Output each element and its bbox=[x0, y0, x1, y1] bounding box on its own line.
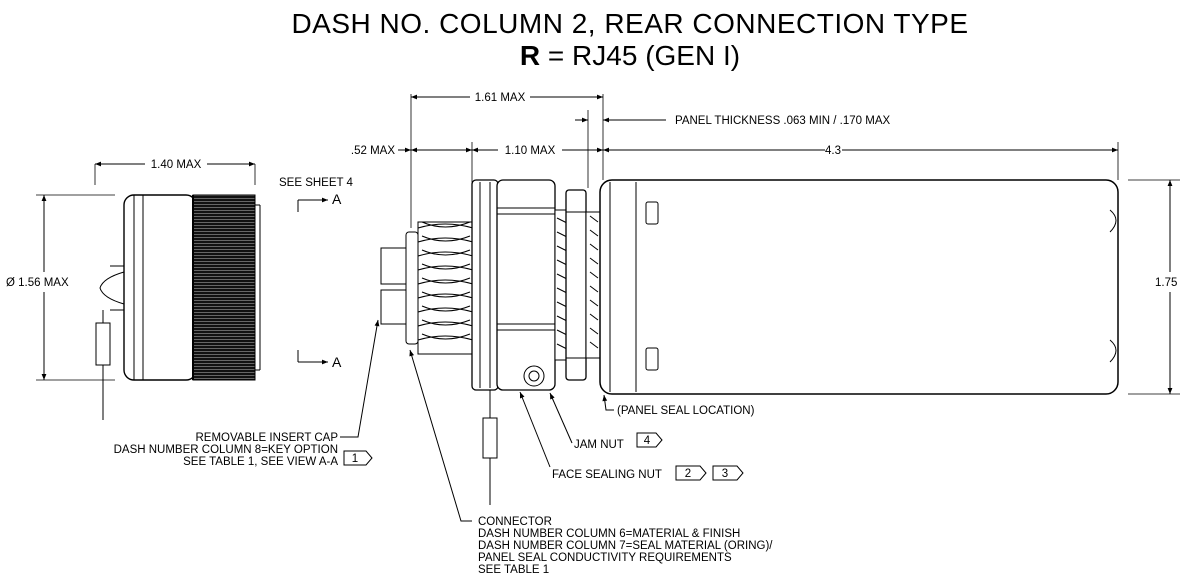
dim-front-protrusion: .52 MAX bbox=[351, 145, 395, 157]
dim-rear-height: 1.75 bbox=[1155, 277, 1177, 289]
connector-label: CONNECTOR bbox=[478, 516, 552, 528]
connector-table-ref: SEE TABLE 1 bbox=[478, 564, 549, 576]
jam-nut-label: JAM NUT bbox=[574, 439, 624, 451]
connector-material-note: DASH NUMBER COLUMN 6=MATERIAL & FINISH bbox=[478, 528, 740, 540]
flag-note-2: 2 bbox=[685, 468, 691, 480]
connection-description: = RJ45 (GEN I) bbox=[540, 40, 741, 71]
insert-cap-table-ref: SEE TABLE 1, SEE VIEW A-A bbox=[183, 456, 338, 468]
insert-cap-label: REMOVABLE INSERT CAP bbox=[195, 432, 338, 444]
flag-note-3: 3 bbox=[722, 468, 728, 480]
connector-seal-note: DASH NUMBER COLUMN 7=SEAL MATERIAL (ORIN… bbox=[478, 540, 773, 552]
face-nut-label: FACE SEALING NUT bbox=[552, 469, 662, 481]
see-sheet-label: SEE SHEET 4 bbox=[279, 177, 354, 189]
flag-note-1: 1 bbox=[352, 453, 358, 465]
drawing-title: DASH NO. COLUMN 2, REAR CONNECTION TYPE bbox=[291, 8, 969, 39]
dim-thread-length: 1.10 MAX bbox=[505, 145, 556, 157]
section-marker-top: A bbox=[332, 191, 342, 207]
dim-cap-length: 1.40 MAX bbox=[151, 159, 202, 171]
flag-note-4: 4 bbox=[644, 435, 651, 447]
dim-rear-length: 4.3 bbox=[825, 145, 841, 157]
drawing-subtitle: R = RJ45 (GEN I) bbox=[0, 40, 1200, 72]
connector-conductivity-note: PANEL SEAL CONDUCTIVITY REQUIREMENTS bbox=[478, 552, 732, 564]
rear-housing-drawing bbox=[599, 179, 1119, 395]
insert-cap-key-option: DASH NUMBER COLUMN 8=KEY OPTION bbox=[114, 444, 338, 456]
dim-cap-diameter: Ø 1.56 MAX bbox=[6, 277, 69, 289]
dim-overall-depth: 1.61 MAX bbox=[475, 92, 526, 104]
dim-panel-thickness: PANEL THICKNESS .063 MIN / .170 MAX bbox=[675, 115, 890, 127]
connector-body-drawing bbox=[380, 179, 601, 505]
panel-seal-label: (PANEL SEAL LOCATION) bbox=[617, 405, 755, 417]
section-marker-bottom: A bbox=[332, 354, 342, 370]
insert-cap-drawing bbox=[95, 194, 261, 420]
connection-code: R bbox=[519, 40, 541, 71]
